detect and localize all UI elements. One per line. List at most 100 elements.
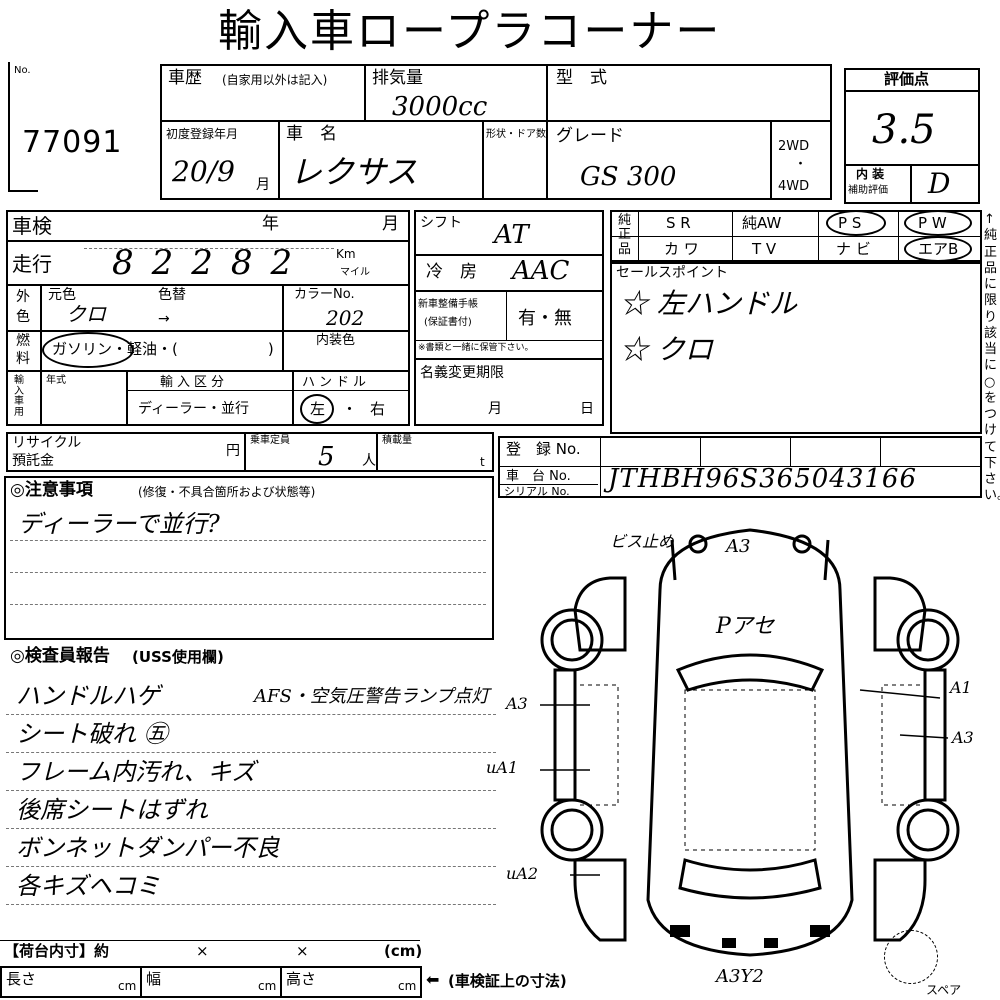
recycle-yen: 円	[226, 443, 240, 459]
cargo-height-cm: cm	[398, 979, 417, 993]
sales-point-2: ☆ クロ	[620, 333, 713, 366]
shaken-month: 月	[382, 214, 399, 234]
interior-value: D	[928, 167, 951, 200]
side-note: ↑純正品に限り該当に○をつけて下さい。	[984, 212, 1000, 504]
equip-navi: ナ ビ	[836, 240, 871, 258]
mark-right-1: A1	[950, 678, 972, 697]
mark-bottom: A3Y2	[716, 966, 764, 987]
recycle-table	[6, 432, 494, 472]
history-note: (自家用以外は記入)	[222, 73, 328, 87]
cargo-arrow: ⬅	[426, 970, 440, 989]
capacity-value: 5	[318, 442, 335, 472]
manual-note: ※書類と一緒に保管下さい。	[418, 343, 534, 353]
inspector-extra: AFS・空気圧警告ランプ点灯	[254, 686, 490, 707]
bracket-bottom	[8, 190, 38, 192]
inspector-line-3: フレーム内汚れ、キズ	[16, 758, 256, 786]
recycle-label-1: リサイクル	[12, 435, 82, 451]
equip-pw-circle	[904, 210, 972, 236]
mileage-unit-km: Km	[336, 247, 356, 261]
recycle-label-2: 預託金	[12, 453, 54, 469]
bracket-left	[8, 62, 10, 192]
equip-tv: T V	[752, 240, 777, 258]
inspector-line-6: 各キズヘコミ	[16, 872, 160, 900]
cargo-length: 長さ	[6, 970, 37, 988]
registration-table	[498, 436, 982, 498]
name-change-day: 日	[580, 401, 594, 417]
capacity-unit: 人	[362, 453, 376, 469]
name-change-month: 月	[488, 401, 502, 417]
first-reg-value: 20/9	[172, 155, 235, 188]
mark-right-2: A3	[952, 728, 974, 747]
equip-ps-circle	[826, 210, 886, 236]
spare-tire-circle	[884, 930, 938, 984]
sales-point-1: ☆ 左ハンドル	[620, 287, 797, 320]
handle-left-circle	[300, 394, 334, 424]
grade-value: GS 300	[580, 162, 677, 192]
mark-left-1: A3	[506, 694, 528, 713]
notes-label: ◎注意事項	[10, 480, 93, 500]
cargo-width-cm: cm	[258, 979, 277, 993]
import-category-options: ディーラー・並行	[138, 401, 250, 417]
manual-label-1: 新車整備手帳	[418, 299, 478, 310]
mileage-label: 走行	[12, 252, 52, 276]
shift-label: シフト	[420, 215, 462, 231]
inspector-line-4: 後席シートはずれ	[16, 796, 208, 824]
car-name-value: レクサス	[290, 153, 418, 191]
mark-left-3: uA2	[506, 864, 539, 883]
shift-value: AT	[494, 220, 529, 250]
page-title: 輸入車ロープラコーナー	[218, 6, 722, 57]
header-table	[160, 64, 832, 200]
score-label: 評価点	[884, 70, 930, 88]
mileage-unit-mile: マイル	[340, 267, 370, 278]
interior-label-1: 内 装	[856, 167, 885, 181]
import-year-label: 年式	[46, 375, 66, 386]
notes-box	[4, 476, 494, 640]
inspector-line-2: シート破れ ㊄	[16, 720, 168, 748]
chassis-label: 車 台 No.	[506, 469, 571, 484]
shaken-year: 年	[262, 214, 279, 234]
car-diagram	[540, 528, 960, 957]
cargo-x1: ×	[196, 942, 209, 960]
import-category-label: 輸入区分	[160, 375, 229, 390]
first-reg-label: 初度登録年月	[166, 127, 239, 141]
registration-label: 登 録 No.	[506, 440, 581, 458]
cargo-label: 【荷台内寸】約	[4, 942, 110, 960]
grade-label: グレード	[556, 126, 624, 146]
equip-leather: カ ワ	[664, 240, 699, 258]
notes-line-1: ディーラーで並行?	[18, 510, 220, 538]
inspector-label: ◎検査員報告	[10, 646, 110, 666]
ext-color-label-2: 色	[16, 309, 30, 325]
cargo-x2: ×	[296, 942, 309, 960]
mark-top: A3	[726, 536, 751, 557]
model-type-label: 型 式	[556, 68, 607, 88]
drive-2wd: 2WD	[778, 139, 810, 154]
serial-label: シリアル No.	[504, 485, 570, 498]
chassis-value: JTHBH96S365043166	[608, 464, 917, 494]
score-box	[844, 68, 980, 204]
load-label: 積載量	[382, 435, 412, 446]
history-label: 車歴	[168, 68, 202, 88]
cargo-unit: (cm)	[384, 942, 423, 960]
spec-table	[6, 210, 410, 426]
score-value: 3.5	[872, 107, 936, 153]
aircon-value: AAC	[512, 256, 570, 286]
cargo-table	[0, 966, 422, 998]
mark-top-left: ビス止め	[610, 532, 675, 551]
fuel-label-2: 料	[16, 351, 30, 367]
handle-dot: ・	[342, 400, 358, 418]
manual-value: 有・無	[518, 308, 572, 329]
equip-airbag-circle	[904, 236, 972, 262]
ext-color-label-1: 外	[16, 289, 30, 305]
import-label: 輸入車用	[14, 375, 24, 418]
equip-sr: S R	[666, 214, 691, 232]
notes-sub: (修復・不具合箇所および状態等)	[138, 485, 316, 499]
color-no-value: 202	[326, 306, 365, 330]
mark-left-2: uA1	[486, 758, 519, 777]
cargo-note: (車検証上の寸法)	[448, 972, 567, 990]
load-unit: t	[480, 455, 485, 469]
sales-points-label: セールスポイント	[616, 265, 728, 281]
handle-label: ハンドル	[302, 375, 371, 390]
interior-color-label: 内装色	[316, 333, 356, 348]
cargo-height: 高さ	[286, 970, 317, 988]
inspector-line-5: ボンネットダンパー不良	[16, 834, 280, 862]
